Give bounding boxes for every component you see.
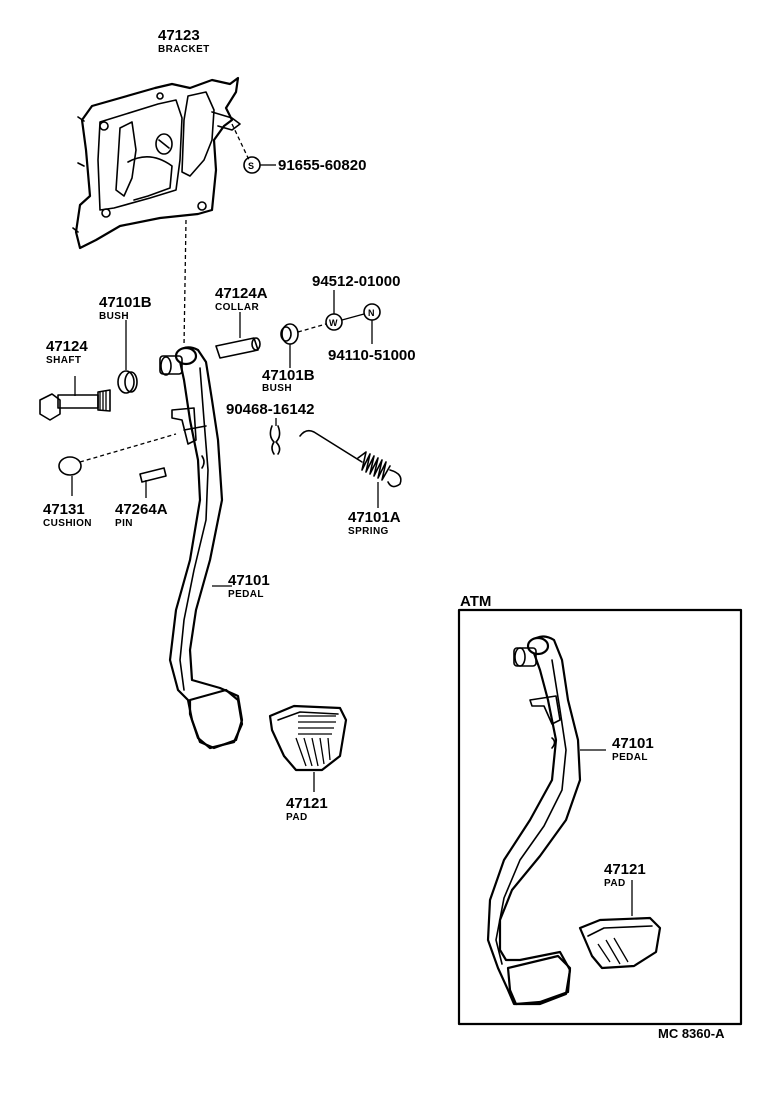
bolt-drawing: S bbox=[231, 123, 276, 174]
part-number-bracket: 47123 bbox=[158, 27, 200, 44]
part-number-collar: 47124A bbox=[215, 285, 268, 302]
part-number-bolt: 91655-60820 bbox=[278, 157, 366, 174]
part-number-bush-right: 47101B bbox=[262, 367, 315, 384]
diagram-code: MC 8360-A bbox=[658, 1026, 725, 1041]
part-name-collar: COLLAR bbox=[215, 302, 259, 313]
part-number-nut: 94110-51000 bbox=[328, 347, 416, 364]
part-name-bracket: BRACKET bbox=[158, 44, 210, 55]
part-number-pin: 47264A bbox=[115, 501, 168, 518]
part-name-bush-left: BUSH bbox=[99, 311, 129, 322]
cushion-drawing bbox=[58, 433, 177, 496]
part-name-pedal: PEDAL bbox=[228, 589, 264, 600]
part-number-shaft: 47124 bbox=[46, 338, 88, 355]
atm-inset-label: ATM bbox=[460, 593, 491, 610]
part-name-spring: SPRING bbox=[348, 526, 389, 537]
spring-drawing bbox=[299, 429, 402, 508]
part-number-bush-left: 47101B bbox=[99, 294, 152, 311]
pedal-atm-drawing bbox=[486, 635, 606, 1006]
part-name-shaft: SHAFT bbox=[46, 355, 81, 366]
part-number-pedal: 47101 bbox=[228, 572, 270, 589]
part-number-clip: 90468-16142 bbox=[226, 401, 314, 418]
part-number-pad-atm: 47121 bbox=[604, 861, 646, 878]
clip-drawing bbox=[269, 418, 281, 455]
labels: 47123 BRACKET 91655-60820 94512-01000 47… bbox=[43, 27, 725, 1041]
pad-atm-drawing bbox=[578, 880, 662, 970]
pedal-drawing bbox=[159, 346, 244, 750]
shaft-drawing bbox=[39, 376, 111, 421]
part-name-pad-atm: PAD bbox=[604, 878, 626, 889]
part-number-pad: 47121 bbox=[286, 795, 328, 812]
bracket-drawing bbox=[72, 76, 241, 250]
part-number-washer: 94512-01000 bbox=[312, 273, 400, 290]
part-name-pedal-atm: PEDAL bbox=[612, 752, 648, 763]
washer-nut-drawing: W N bbox=[297, 290, 381, 344]
bracket-pivot-leader bbox=[183, 219, 187, 347]
part-name-pad: PAD bbox=[286, 812, 308, 823]
svg-text:W: W bbox=[329, 318, 338, 328]
part-number-spring: 47101A bbox=[348, 509, 401, 526]
svg-text:S: S bbox=[248, 161, 254, 171]
svg-text:N: N bbox=[368, 308, 375, 318]
pad-drawing bbox=[268, 704, 348, 792]
bush-left-drawing bbox=[117, 320, 138, 394]
part-number-pedal-atm: 47101 bbox=[612, 735, 654, 752]
part-name-pin: PIN bbox=[115, 518, 133, 529]
part-number-cushion: 47131 bbox=[43, 501, 85, 518]
pin-drawing bbox=[139, 467, 167, 498]
collar-drawing bbox=[215, 312, 261, 359]
part-name-cushion: CUSHION bbox=[43, 518, 92, 529]
atm-inset-frame bbox=[457, 608, 743, 1026]
bush-right-drawing bbox=[280, 323, 299, 368]
part-name-bush-right: BUSH bbox=[262, 383, 292, 394]
